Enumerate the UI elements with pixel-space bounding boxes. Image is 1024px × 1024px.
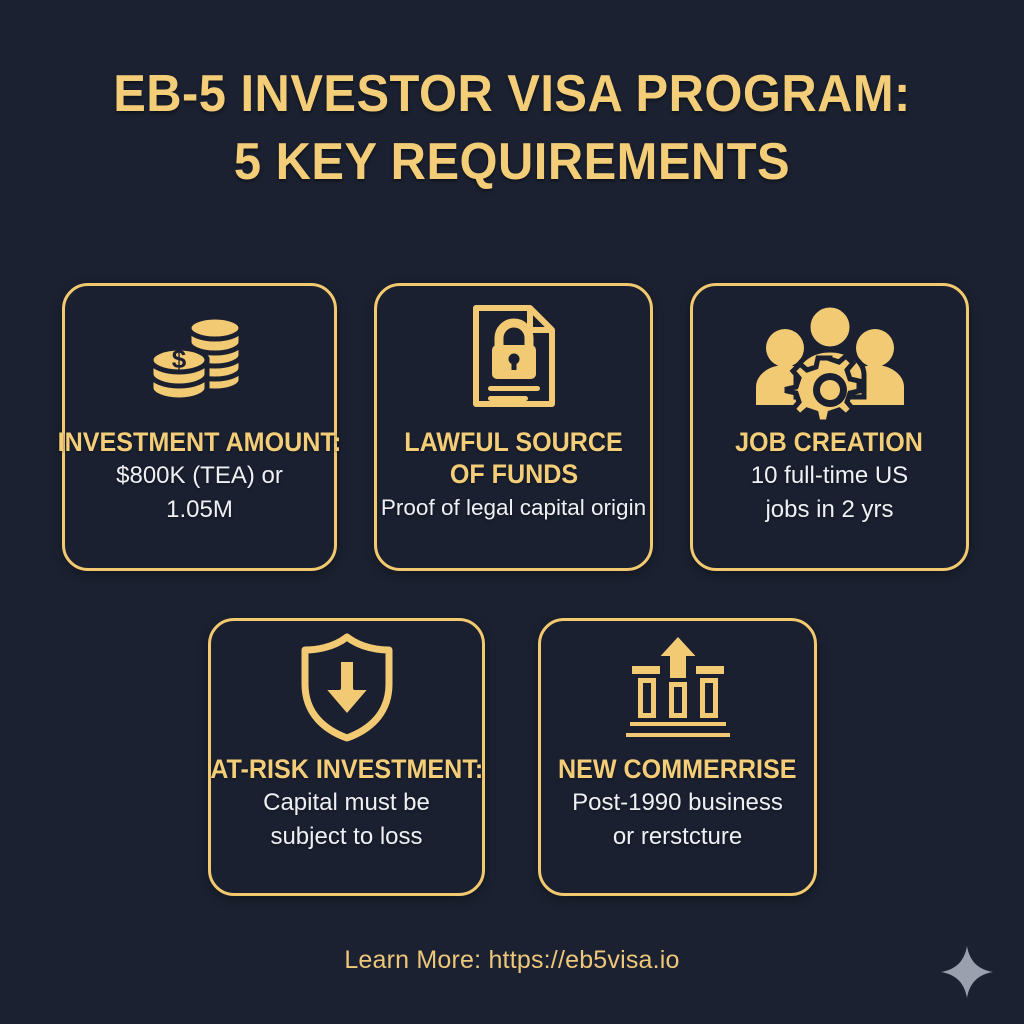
page-title: EB-5 INVESTOR VISA PROGRAM: 5 KEY REQUIR… — [0, 60, 1024, 196]
card-heading: JOB CREATION — [735, 427, 924, 457]
requirement-card-lawful-source-of-funds: LAWFUL SOURCE OF FUNDS Proof of legal ca… — [374, 283, 653, 571]
card-heading: INVESTMENT AMOUNT: — [57, 427, 342, 457]
sparkle-icon — [938, 943, 996, 1001]
bank-growth-icon — [541, 621, 814, 753]
card-body-line-1: $800K (TEA) or — [116, 462, 283, 489]
requirement-card-new-commercial-enterprise: NEW COMMERRISE Post-1990 business or rer… — [538, 618, 817, 896]
card-heading-line-2: OF FUNDS — [449, 459, 578, 489]
requirement-card-job-creation: JOB CREATION 10 full-time US jobs in 2 y… — [690, 283, 969, 571]
card-body-line-1: Proof of legal capital origin — [380, 495, 647, 520]
page-title-line-2: 5 KEY REQUIREMENTS — [233, 133, 791, 191]
card-body-line-2: jobs in 2 yrs — [765, 496, 894, 523]
card-heading: AT-RISK INVESTMENT: — [210, 754, 483, 784]
card-body-line-2: or rerstcture — [612, 823, 743, 850]
svg-text:$: $ — [171, 344, 186, 374]
shield-down-arrow-icon — [211, 621, 482, 753]
page-title-line-1: EB-5 INVESTOR VISA PROGRAM: — [113, 65, 911, 123]
card-body-line-1: Post-1990 business — [572, 789, 783, 816]
coin-stacks-icon: $ — [65, 286, 334, 426]
people-gear-icon — [693, 286, 966, 426]
card-body-line-1: Capital must be — [263, 789, 430, 816]
requirement-card-at-risk-investment: AT-RISK INVESTMENT: Capital must be subj… — [208, 618, 485, 896]
card-body-line-2: 1.05M — [166, 496, 233, 523]
card-heading-line-1: LAWFUL SOURCE — [404, 427, 623, 457]
card-body-line-1: 10 full-time US — [750, 462, 909, 489]
card-body-line-2: subject to loss — [270, 823, 423, 850]
requirement-card-investment-amount: $ INVESTMENT AMOUNT: $800K (TEA) or 1.05… — [58, 283, 341, 571]
footer-learn-more[interactable]: Learn More: https://eb5visa.io — [344, 946, 680, 974]
document-lock-icon — [377, 286, 650, 426]
card-heading: NEW COMMERRISE — [558, 754, 797, 784]
